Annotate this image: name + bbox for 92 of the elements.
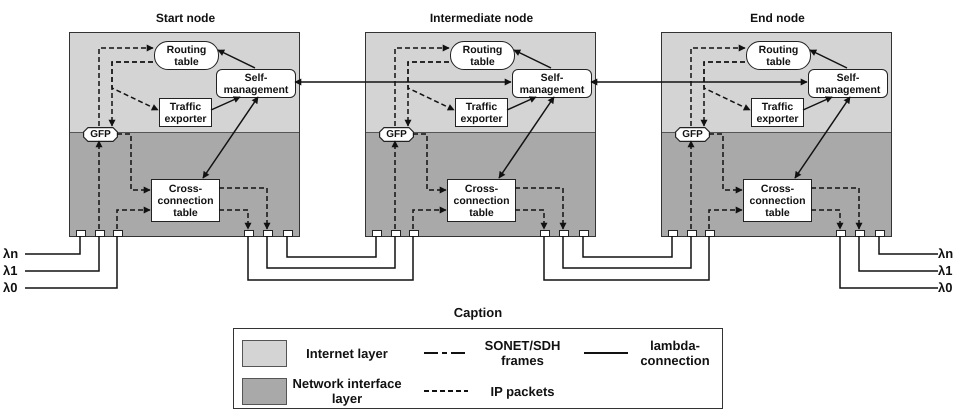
arrow <box>811 209 844 230</box>
port-box <box>540 230 550 237</box>
arrow <box>98 44 154 126</box>
arrow <box>498 96 555 179</box>
arrow <box>219 209 252 230</box>
legend-label: SONET/SDH frames <box>484 337 562 369</box>
process-box: Cross-connection table <box>447 179 516 222</box>
arrow <box>709 133 743 194</box>
node-title: Start node <box>154 11 216 25</box>
table-node: Routing table <box>154 41 219 70</box>
connection-line <box>266 236 396 269</box>
arrow <box>392 140 398 229</box>
port-box <box>95 230 105 237</box>
arrow <box>117 133 151 194</box>
legend-label: Internet layer <box>305 344 389 363</box>
wavelength-label: λ0 <box>3 281 25 295</box>
port-box <box>668 230 678 237</box>
wavelength-label: λ0 <box>938 281 960 295</box>
port-box <box>559 230 569 237</box>
port-box <box>687 230 697 237</box>
port-box <box>855 230 865 237</box>
process-node: Self-management <box>216 69 296 98</box>
port-box <box>391 230 401 237</box>
connection-line <box>582 236 673 258</box>
wavelength-label: λn <box>3 247 25 261</box>
port-box <box>283 230 293 237</box>
arrow <box>703 61 751 111</box>
connection-line <box>247 236 414 281</box>
legend-label: IP packets <box>489 382 556 401</box>
connection-line <box>25 236 81 255</box>
legend-label: lambda-connection <box>639 337 711 369</box>
arrow <box>111 61 159 111</box>
process-box: Traffic exporter <box>455 98 508 127</box>
node-title: End node <box>749 11 806 25</box>
connection-line <box>25 236 100 272</box>
legend-heading: Caption <box>452 305 504 320</box>
octagon-node: GFP <box>379 127 414 142</box>
port-box <box>409 230 419 237</box>
connection-line <box>878 236 938 255</box>
wavelength-label: λn <box>938 247 960 261</box>
connection-line <box>562 236 692 269</box>
connection-line <box>25 236 118 289</box>
arrow <box>708 206 743 229</box>
port-box <box>579 230 589 237</box>
octagon-node: GFP <box>83 127 118 142</box>
arrow <box>219 187 270 230</box>
port-box <box>836 230 846 237</box>
arrow <box>690 44 746 126</box>
wavelength-label: λ1 <box>3 264 25 278</box>
port-box <box>263 230 273 237</box>
process-node: Self-management <box>512 69 592 98</box>
arrow <box>506 96 537 111</box>
connection-line <box>839 236 938 289</box>
port-box <box>372 230 382 237</box>
process-box: Traffic exporter <box>159 98 212 127</box>
arrow <box>515 209 548 230</box>
connection-line <box>286 236 377 258</box>
arrow <box>802 96 833 111</box>
arrow <box>217 49 256 69</box>
arrow <box>809 49 848 69</box>
arrow <box>96 140 102 229</box>
connection-line <box>543 236 710 281</box>
arrow <box>515 187 566 230</box>
process-box: Cross-connection table <box>151 179 220 222</box>
arrow <box>413 133 447 194</box>
table-node: Routing table <box>746 41 811 70</box>
port-box <box>875 230 885 237</box>
arrow <box>202 96 259 179</box>
port-box <box>113 230 123 237</box>
arrow <box>394 44 450 126</box>
arrow <box>811 187 862 230</box>
process-box: Cross-connection table <box>743 179 812 222</box>
node-title: Intermediate node <box>428 11 534 25</box>
arrow <box>688 140 694 229</box>
port-box <box>244 230 254 237</box>
arrow <box>210 96 241 111</box>
arrow <box>412 206 447 229</box>
arrow <box>407 61 455 111</box>
arrow <box>513 49 552 69</box>
wavelength-label: λ1 <box>938 264 960 278</box>
arrow <box>294 78 512 86</box>
table-node: Routing table <box>450 41 515 70</box>
process-node: Self-management <box>808 69 888 98</box>
arrow <box>116 206 151 229</box>
connection-line <box>858 236 938 272</box>
octagon-node: GFP <box>675 127 710 142</box>
legend-label: Network interface layer <box>292 375 402 407</box>
port-box <box>705 230 715 237</box>
arrow <box>794 96 851 179</box>
arrow <box>590 78 808 86</box>
process-box: Traffic exporter <box>751 98 804 127</box>
port-box <box>76 230 86 237</box>
